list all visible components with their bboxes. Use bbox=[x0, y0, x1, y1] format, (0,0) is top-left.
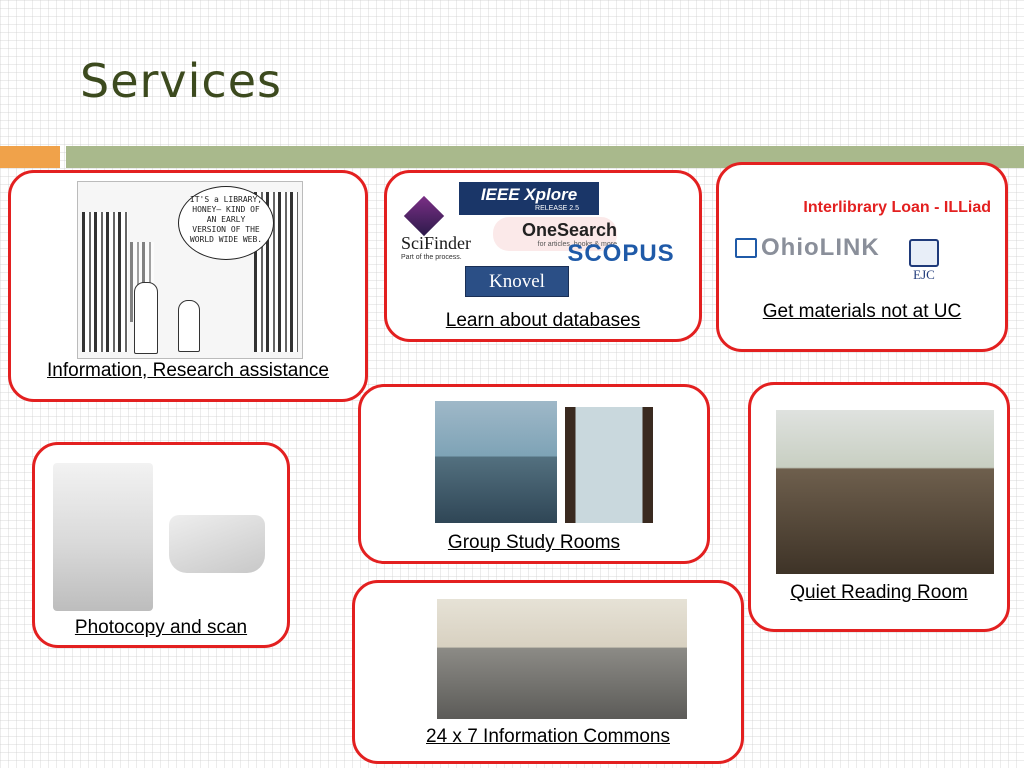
slide-title: Services bbox=[80, 54, 282, 108]
ohiolink-logo[interactable]: OhioLINK bbox=[735, 234, 899, 261]
card-information-commons: 24 x 7 Information Commons bbox=[352, 580, 744, 764]
scifinder-logo[interactable]: SciFinder Part of the process. bbox=[401, 229, 485, 265]
get-materials-link[interactable]: Get materials not at UC bbox=[762, 301, 962, 322]
study-room-photo-2 bbox=[565, 407, 653, 523]
card-research-assistance: IT'S a LIBRARY, HONEY— KIND OF AN EARLY … bbox=[8, 170, 368, 402]
research-assistance-link[interactable]: Information, Research assistance bbox=[47, 360, 329, 381]
knovel-label: Knovel bbox=[489, 270, 545, 292]
card-photocopy-scan: Photocopy and scan bbox=[32, 442, 290, 648]
scifinder-tagline: Part of the process. bbox=[401, 254, 462, 261]
knovel-logo[interactable]: Knovel bbox=[465, 266, 569, 297]
accent-bar-orange bbox=[0, 146, 60, 168]
quiet-reading-room-link[interactable]: Quiet Reading Room bbox=[790, 582, 968, 603]
scifinder-label: SciFinder bbox=[401, 233, 471, 253]
ieee-xplore-label: IEEE Xplore bbox=[480, 185, 578, 204]
group-study-rooms-link[interactable]: Group Study Rooms bbox=[447, 532, 621, 553]
scanner-image bbox=[169, 515, 265, 573]
information-commons-photo bbox=[437, 599, 687, 719]
onesearch-tagline: for articles, books & more bbox=[537, 241, 617, 248]
ieee-release-label: RELEASE 2.5 bbox=[535, 205, 579, 212]
cartoon-speech-bubble: IT'S a LIBRARY, HONEY— KIND OF AN EARLY … bbox=[178, 186, 274, 260]
learn-databases-link[interactable]: Learn about databases bbox=[445, 310, 641, 331]
study-room-photo-1 bbox=[435, 401, 557, 523]
card-group-study-rooms: Group Study Rooms bbox=[358, 384, 710, 564]
onesearch-label: OneSearch bbox=[521, 220, 617, 240]
ieee-xplore-logo[interactable]: IEEE Xplore RELEASE 2.5 bbox=[459, 182, 599, 215]
reading-room-photo bbox=[776, 410, 994, 574]
illiad-heading: Interlibrary Loan - ILLiad bbox=[803, 199, 991, 216]
library-cartoon-image: IT'S a LIBRARY, HONEY— KIND OF AN EARLY … bbox=[77, 181, 303, 359]
onesearch-logo[interactable]: OneSearch for articles, books & more bbox=[493, 217, 617, 251]
ohiolink-label: OhioLINK bbox=[761, 234, 880, 261]
photocopier-image bbox=[53, 463, 153, 611]
scopus-label: SCOPUS bbox=[567, 240, 675, 267]
card-interlibrary-loan: Interlibrary Loan - ILLiad OhioLINK EJC … bbox=[716, 162, 1008, 352]
information-commons-link[interactable]: 24 x 7 Information Commons bbox=[426, 726, 670, 747]
ejc-label: EJC bbox=[913, 267, 935, 282]
scopus-logo[interactable]: SCOPUS bbox=[547, 240, 695, 267]
card-databases: IEEE Xplore RELEASE 2.5 SciFinder Part o… bbox=[384, 170, 702, 342]
ejc-logo[interactable]: EJC bbox=[907, 235, 941, 287]
book-icon bbox=[735, 238, 757, 258]
photocopy-scan-link[interactable]: Photocopy and scan bbox=[74, 617, 248, 638]
ejc-book-icon bbox=[909, 239, 939, 267]
card-quiet-reading-room: Quiet Reading Room bbox=[748, 382, 1010, 632]
